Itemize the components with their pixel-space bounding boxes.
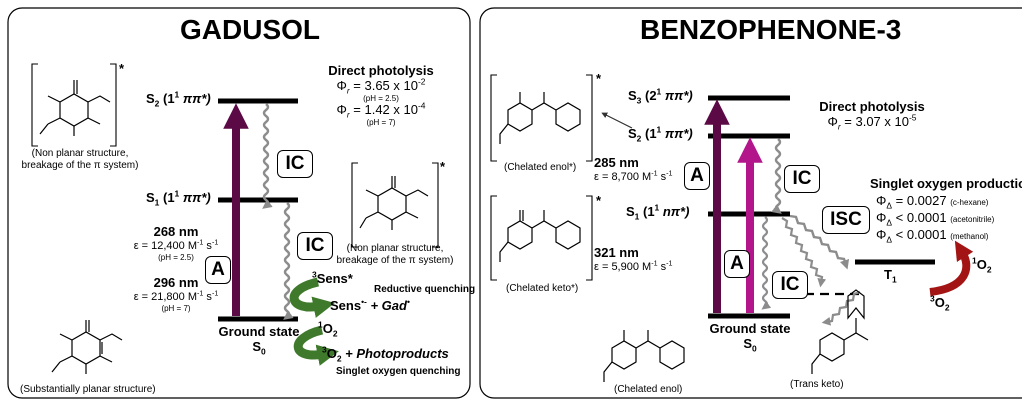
bp3-enol-excited-star: * [596, 71, 602, 86]
bp3-chelated-enol-excited-structure [499, 92, 581, 144]
singlet-oxygen-production-title: Singlet oxygen production [870, 176, 1022, 191]
gadusol-panel-frame [7, 7, 471, 399]
gadusol-absorption-296: 296 nm ε = 21,800 M-1 s-1 (pH = 7) [133, 275, 219, 313]
gadusol-mid-caption: (Non planar structure,breakage of the π … [336, 243, 454, 266]
gadusol-ic-box-upper: IC [277, 150, 313, 178]
gadusol-top-caption: (Non planar structure,breakage of the π … [21, 148, 139, 171]
bp3-isc-wave [789, 214, 850, 270]
triplet-oxygen-photoproducts-label: 3O2 + Photoproducts [322, 344, 449, 364]
bp3-chelated-enol-excited-caption: (Chelated enol*) [504, 162, 577, 173]
singlet-oxygen-yield-row-1: ΦΔ = 0.0027 (c-hexane) [876, 193, 989, 211]
bp3-trans-keto-caption: (Trans keto) [790, 379, 844, 390]
bp3-ic-box-upper: IC [784, 165, 820, 193]
sens-radical-label: Sens•- + Gad• [330, 296, 410, 313]
bp3-direct-photolysis: Direct photolysis Φr = 3.07 x 10-5 [819, 99, 925, 132]
reductive-quenching-label: Reductive quenching [374, 284, 476, 295]
bp3-chelated-keto-excited-structure [499, 210, 581, 262]
bp3-return-wave [821, 290, 861, 326]
gadusol-ground-structure [51, 320, 123, 374]
singlet-oxygen-yield-row-3: ΦΔ < 0.0001 (methanol) [876, 227, 989, 245]
singlet-oxygen-label: 1O2 [318, 319, 338, 339]
gadusol-top-excited-star: * [119, 61, 125, 76]
bp3-s1-label: S1 (11 nπ*) [626, 202, 690, 222]
gadusol-ground-state-label: Ground state S0 [218, 324, 300, 357]
bp3-triplet-oxygen-label: 3O2 [930, 293, 950, 313]
bp3-absorption-box-upper: A [684, 162, 710, 190]
gadusol-excited-structure-top [39, 80, 111, 136]
benzophenone-title: BENZOPHENONE-3 [640, 14, 902, 45]
gadusol-bottom-caption: (Substantially planar structure) [20, 384, 156, 395]
gadusol-s2-label: S2 (11 ππ*) [146, 89, 211, 109]
gadusol-absorption-268: 268 nm ε = 12,400 M-1 s-1 (pH = 2.5) [133, 224, 219, 262]
singlet-oxygen-quenching-arrow [293, 325, 339, 366]
gadusol-excited-structure-mid [359, 176, 429, 230]
gadusol-title: GADUSOL [180, 14, 320, 45]
bp3-s2-label: S2 (11 ππ*) [628, 124, 693, 144]
singlet-oxygen-quenching-label: Singlet oxygen quenching [336, 366, 461, 377]
bp3-ic-diagonal-wave [781, 217, 827, 288]
bp3-ic-box-lower: IC [772, 271, 808, 299]
bp3-chelated-enol-caption: (Chelated enol) [614, 384, 683, 395]
bp3-absorption-285: 285 nm ε = 8,700 M-1 s-1 [594, 155, 673, 183]
bp3-isc-box: ISC [822, 206, 870, 234]
gadusol-ic-wave-upper [262, 103, 273, 209]
bp3-chelated-enol-structure [603, 330, 685, 382]
bp3-keto-excited-star: * [596, 193, 602, 208]
brackets [31, 63, 593, 281]
gadusol-ic-wave-lower [283, 202, 294, 320]
bp3-absorption-321: 321 nm ε = 5,900 M-1 s-1 [594, 245, 673, 273]
bp3-chelated-keto-excited-caption: (Chelated keto*) [506, 283, 579, 294]
bp3-ground-state-label: Ground state S0 [709, 321, 791, 354]
benzophenone-panel-frame [479, 7, 1022, 399]
bp3-ic-wave-lower [761, 216, 772, 310]
gadusol-mid-excited-star: * [440, 159, 446, 174]
gadusol-direct-photolysis: Direct photolysis Φr = 3.65 x 10-2 (pH =… [328, 63, 434, 127]
gadusol-ic-box-lower: IC [297, 232, 333, 260]
enol-pointer-arrow [601, 112, 633, 129]
bp3-absorption-box-lower: A [724, 250, 750, 278]
reductive-quenching-arrow [289, 277, 335, 318]
singlet-oxygen-production-arrow [929, 240, 974, 296]
bp3-singlet-oxygen-label: 1O2 [972, 255, 992, 275]
triplet-sens-label: 3Sens* [312, 269, 353, 286]
gadusol-s1-label: S1 (11 ππ*) [146, 188, 211, 208]
gadusol-absorption-box: A [205, 256, 231, 284]
bp3-ic-wave-upper [771, 138, 782, 214]
bp3-s3-label: S3 (21 ππ*) [628, 86, 693, 106]
bp3-trans-keto-structure [811, 289, 869, 374]
bp3-t1-label: T1 [884, 267, 897, 285]
singlet-oxygen-yield-row-2: ΦΔ < 0.0001 (acetonitrile) [876, 210, 995, 228]
